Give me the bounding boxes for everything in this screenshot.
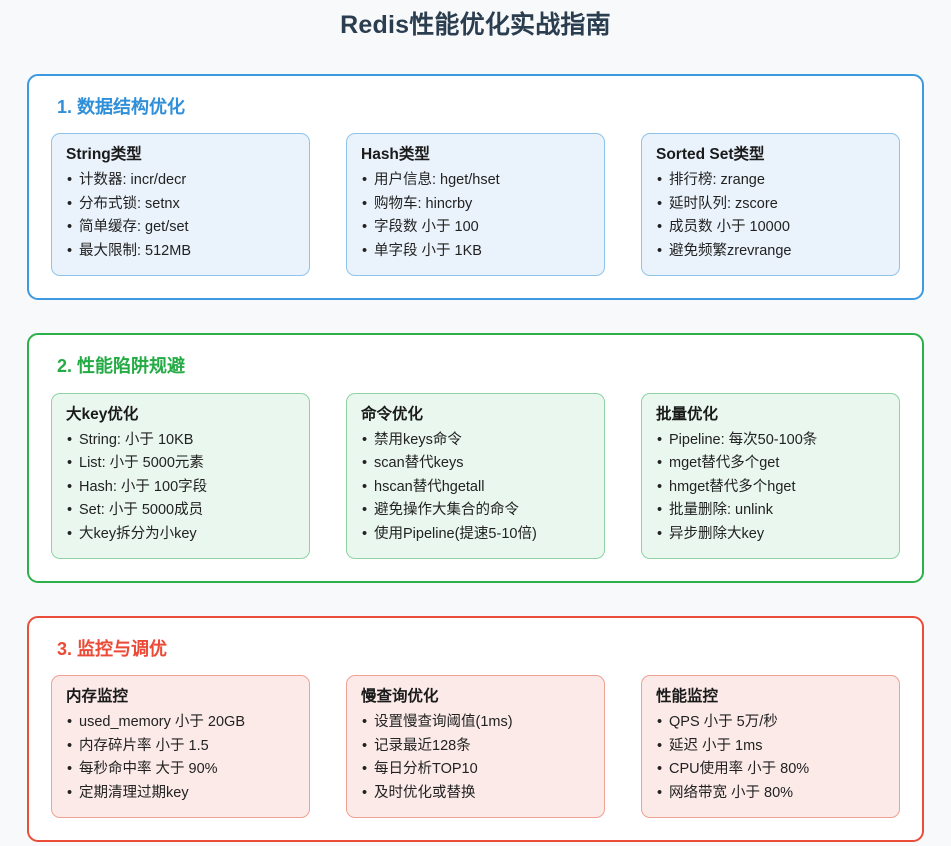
list-item: 禁用keys命令 [361,429,590,453]
card-list-hash-type: 用户信息: hget/hset购物车: hincrby字段数 小于 100单字段… [361,169,590,263]
list-item: 简单缓存: get/set [66,216,295,240]
card-big-key-optimization[interactable]: 大key优化 String: 小于 10KBList: 小于 5000元素Hash… [51,392,310,559]
list-item: 延时队列: zscore [656,193,885,217]
list-item: 成员数 小于 10000 [656,216,885,240]
card-title-command-optimization: 命令优化 [361,405,424,423]
card-list-memory-monitoring: used_memory 小于 20GB内存碎片率 小于 1.5每秒命中率 大于 … [66,711,295,805]
list-item: 批量删除: unlink [656,499,885,523]
list-item: String: 小于 10KB [66,429,295,453]
list-item: 定期清理过期key [66,782,295,806]
list-item: mget替代多个get [656,452,885,476]
list-item: 异步删除大key [656,523,885,547]
list-item: 大key拆分为小key [66,523,295,547]
list-item: 设置慢查询阈值(1ms) [361,711,590,735]
list-item: 延迟 小于 1ms [656,735,885,759]
card-title-performance-monitoring: 性能监控 [656,688,719,706]
card-performance-monitoring[interactable]: 性能监控 QPS 小于 5万/秒延迟 小于 1msCPU使用率 小于 80%网络带… [641,675,900,819]
section-title-data-structure-optimization: 1. 数据结构优化 [57,97,186,117]
list-item: Set: 小于 5000成员 [66,499,295,523]
list-item: QPS 小于 5万/秒 [656,711,885,735]
list-item: 计数器: incr/decr [66,169,295,193]
card-list-string-type: 计数器: incr/decr分布式锁: setnx简单缓存: get/set最大… [66,169,295,263]
list-item: Hash: 小于 100字段 [66,476,295,500]
card-string-type[interactable]: String类型计数器: incr/decr分布式锁: setnx简单缓存: g… [51,133,310,277]
list-item: 及时优化或替换 [361,782,590,806]
list-item: 记录最近128条 [361,735,590,759]
section-title-monitoring-and-tuning: 3. 监控与调优 [57,638,168,659]
card-title-big-key-optimization: 大key优化 [66,405,139,423]
list-item: 分布式锁: setnx [66,193,295,217]
list-item: 用户信息: hget/hset [361,169,590,193]
list-item: hmget替代多个hget [656,476,885,500]
card-title-slow-query-optimization: 慢查询优化 [361,688,439,706]
card-list-command-optimization: 禁用keys命令scan替代keyshscan替代hgetall避免操作大集合的… [361,429,590,547]
list-item: 单字段 小于 1KB [361,240,590,264]
card-list-big-key-optimization: String: 小于 10KBList: 小于 5000元素Hash: 小于 1… [66,429,295,547]
section-title-performance-pitfalls: 2. 性能陷阱规避 [57,356,186,377]
list-item: hscan替代hgetall [361,476,590,500]
card-slow-query-optimization[interactable]: 慢查询优化设置慢查询阈值(1ms)记录最近128条每日分析TOP10及时优化或替… [346,675,605,819]
list-item: 排行榜: zrange [656,169,885,193]
list-item: CPU使用率 小于 80% [656,758,885,782]
card-row: String类型计数器: incr/decr分布式锁: setnx简单缓存: g… [51,133,900,277]
list-item: 内存碎片率 小于 1.5 [66,735,295,759]
card-list-sorted-set-type: 排行榜: zrange延时队列: zscore成员数 小于 10000避免频繁z… [656,169,885,263]
card-title-memory-monitoring: 内存监控 [66,688,129,706]
list-item: List: 小于 5000元素 [66,452,295,476]
card-memory-monitoring[interactable]: 内存监控 used_memory 小于 20GB内存碎片率 小于 1.5每秒命中率… [51,675,310,819]
sections-container: 1. 数据结构优化 String类型计数器: incr/decr分布式锁: set… [27,74,924,843]
card-command-optimization[interactable]: 命令优化禁用keys命令scan替代keyshscan替代hgetall避免操作… [346,392,605,559]
card-title-sorted-set-type: Sorted Set类型 [656,146,765,164]
list-item: scan替代keys [361,452,590,476]
list-item: used_memory 小于 20GB [66,711,295,735]
card-batch-optimization[interactable]: 批量优化 Pipeline: 每次50-100条mget替代多个gethmget替… [641,392,900,559]
card-list-performance-monitoring: QPS 小于 5万/秒延迟 小于 1msCPU使用率 小于 80%网络带宽 小于… [656,711,885,805]
list-item: 网络带宽 小于 80% [656,782,885,806]
section-data-structure-optimization: 1. 数据结构优化 String类型计数器: incr/decr分布式锁: set… [27,74,924,301]
list-item: 购物车: hincrby [361,193,590,217]
card-hash-type[interactable]: Hash类型用户信息: hget/hset购物车: hincrby字段数 小于 … [346,133,605,277]
list-item: 每日分析TOP10 [361,758,590,782]
card-title-string-type: String类型 [66,146,142,164]
card-row: 内存监控 used_memory 小于 20GB内存碎片率 小于 1.5每秒命中率… [51,675,900,819]
card-list-batch-optimization: Pipeline: 每次50-100条mget替代多个gethmget替代多个h… [656,429,885,547]
list-item: 最大限制: 512MB [66,240,295,264]
card-list-slow-query-optimization: 设置慢查询阈值(1ms)记录最近128条每日分析TOP10及时优化或替换 [361,711,590,805]
list-item: 避免频繁zrevrange [656,240,885,264]
card-sorted-set-type[interactable]: Sorted Set类型排行榜: zrange延时队列: zscore成员数 小… [641,133,900,277]
card-title-batch-optimization: 批量优化 [656,405,719,423]
list-item: Pipeline: 每次50-100条 [656,429,885,453]
list-item: 每秒命中率 大于 90% [66,758,295,782]
card-row: 大key优化 String: 小于 10KBList: 小于 5000元素Hash… [51,392,900,559]
list-item: 使用Pipeline(提速5-10倍) [361,523,590,547]
list-item: 字段数 小于 100 [361,216,590,240]
list-item: 避免操作大集合的命令 [361,499,590,523]
page-title: Redis性能优化实战指南 [340,11,611,39]
card-title-hash-type: Hash类型 [361,146,430,164]
